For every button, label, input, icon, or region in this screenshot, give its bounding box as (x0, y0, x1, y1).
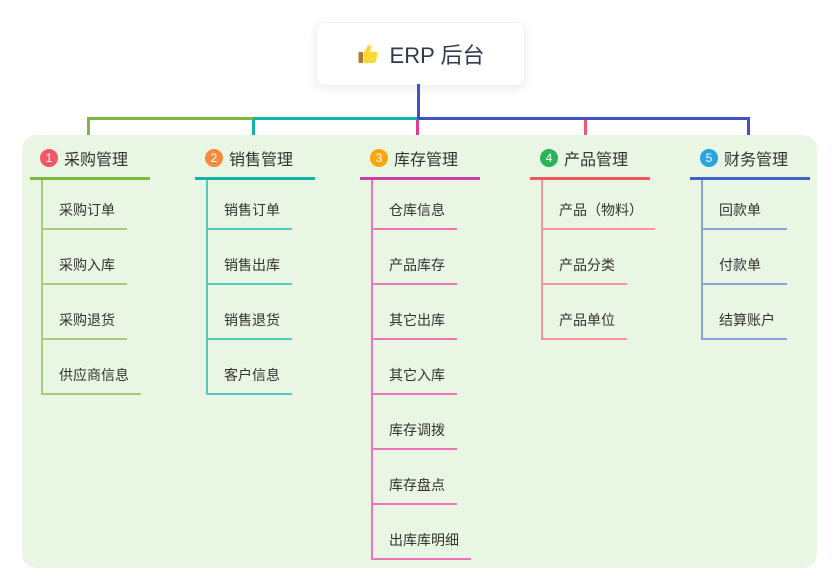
branch-number-badge: 2 (205, 149, 223, 167)
item-label: 库存调拨 (389, 422, 445, 438)
branch-number-badge: 3 (370, 149, 388, 167)
connector-drop-branch-5 (747, 120, 750, 146)
item-label: 销售出库 (224, 257, 280, 273)
item-label: 客户信息 (224, 367, 280, 383)
branch-node[interactable]: 2 销售管理 (195, 146, 355, 170)
node-item[interactable]: 仓库信息 (373, 180, 457, 230)
node-item[interactable]: 其它入库 (373, 340, 457, 395)
branch-label: 销售管理 (229, 152, 294, 169)
item-label: 采购订单 (59, 202, 115, 218)
connector-horizontal-teal (253, 117, 418, 120)
node-item[interactable]: 供应商信息 (43, 340, 141, 395)
branch-items: 销售订单 销售出库 销售退货 客户信息 (206, 180, 355, 395)
branch-purchase: 1 采购管理 采购订单 采购入库 采购退货 供应商信息 (30, 146, 190, 395)
node-item[interactable]: 库存调拨 (373, 395, 457, 450)
node-item[interactable]: 产品分类 (543, 230, 627, 285)
branch-items: 采购订单 采购入库 采购退货 供应商信息 (41, 180, 190, 395)
item-label: 采购退货 (59, 312, 115, 328)
branch-underline (690, 177, 810, 180)
branch-items: 仓库信息 产品库存 其它出库 其它入库 库存调拨 库存盘点 出库库明细 (371, 180, 520, 560)
branch-items: 回款单 付款单 结算账户 (701, 180, 839, 340)
branch-finance: 5 财务管理 回款单 付款单 结算账户 (690, 146, 839, 340)
root-node[interactable]: ERP 后台 (316, 22, 525, 86)
connector-drop-branch-4 (584, 120, 587, 146)
item-label: 产品（物料） (559, 202, 643, 218)
branch-number-badge: 5 (700, 149, 718, 167)
node-item[interactable]: 采购入库 (43, 230, 127, 285)
node-item[interactable]: 其它出库 (373, 285, 457, 340)
node-item[interactable]: 付款单 (703, 230, 787, 285)
mindmap-panel (22, 135, 817, 568)
connector-drop-branch-3 (416, 120, 419, 146)
branch-node[interactable]: 4 产品管理 (530, 146, 690, 170)
branch-node[interactable]: 3 库存管理 (360, 146, 520, 170)
node-item[interactable]: 产品单位 (543, 285, 627, 340)
item-label: 产品库存 (389, 257, 445, 273)
branch-label: 产品管理 (564, 152, 629, 169)
connector-horizontal-blue (417, 117, 750, 120)
node-item[interactable]: 库存盘点 (373, 450, 457, 505)
item-label: 供应商信息 (59, 367, 129, 383)
branch-items: 产品（物料） 产品分类 产品单位 (541, 180, 690, 340)
connector-drop-branch-2 (252, 120, 255, 146)
item-label: 出库库明细 (389, 532, 459, 548)
root-label: ERP 后台 (389, 43, 485, 68)
branch-number-badge: 1 (40, 149, 58, 167)
branch-label: 财务管理 (724, 152, 789, 169)
thumbs-up-icon (357, 42, 381, 66)
item-label: 产品分类 (559, 257, 615, 273)
branch-node[interactable]: 1 采购管理 (30, 146, 190, 170)
node-item[interactable]: 结算账户 (703, 285, 787, 340)
connector-root-drop (417, 84, 420, 118)
branch-number-badge: 4 (540, 149, 558, 167)
item-label: 库存盘点 (389, 477, 445, 493)
item-label: 销售退货 (224, 312, 280, 328)
branch-underline (530, 177, 650, 180)
connector-drop-branch-1 (87, 120, 90, 146)
branch-inventory: 3 库存管理 仓库信息 产品库存 其它出库 其它入库 库存调拨 库存盘点 出库库… (360, 146, 520, 560)
item-label: 回款单 (719, 202, 761, 218)
node-item[interactable]: 客户信息 (208, 340, 292, 395)
branch-product: 4 产品管理 产品（物料） 产品分类 产品单位 (530, 146, 690, 340)
node-item[interactable]: 采购订单 (43, 180, 127, 230)
item-label: 结算账户 (719, 312, 775, 328)
branch-label: 库存管理 (394, 152, 459, 169)
item-label: 产品单位 (559, 312, 615, 328)
node-item[interactable]: 销售退货 (208, 285, 292, 340)
node-item[interactable]: 销售出库 (208, 230, 292, 285)
connector-horizontal-green (87, 117, 254, 120)
branch-label: 采购管理 (64, 152, 129, 169)
item-label: 付款单 (719, 257, 761, 273)
item-label: 其它出库 (389, 312, 445, 328)
branch-sales: 2 销售管理 销售订单 销售出库 销售退货 客户信息 (195, 146, 355, 395)
item-label: 其它入库 (389, 367, 445, 383)
branch-underline (195, 177, 315, 180)
branch-underline (360, 177, 480, 180)
branch-underline (30, 177, 150, 180)
node-item[interactable]: 销售订单 (208, 180, 292, 230)
item-label: 仓库信息 (389, 202, 445, 218)
node-item[interactable]: 出库库明细 (373, 505, 471, 560)
node-item[interactable]: 产品库存 (373, 230, 457, 285)
node-item[interactable]: 产品（物料） (543, 180, 655, 230)
node-item[interactable]: 回款单 (703, 180, 787, 230)
item-label: 采购入库 (59, 257, 115, 273)
node-item[interactable]: 采购退货 (43, 285, 127, 340)
item-label: 销售订单 (224, 202, 280, 218)
branch-node[interactable]: 5 财务管理 (690, 146, 839, 170)
